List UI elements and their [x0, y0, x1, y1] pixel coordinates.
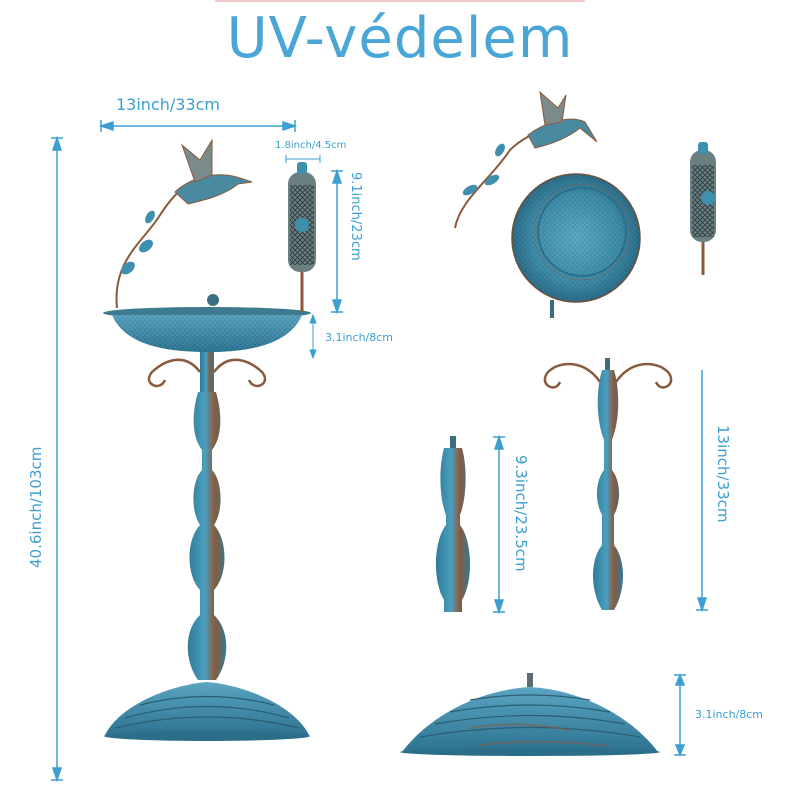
- dim-upper-pole: [696, 370, 708, 613]
- mesh-feeder: [690, 142, 716, 275]
- mesh-feeder-assembled: [288, 162, 316, 312]
- dim-bowl-depth: [309, 313, 317, 360]
- dim-lower-pole: [493, 434, 505, 615]
- label-feeder-width: 1.8inch/4.5cm: [275, 140, 347, 151]
- dim-total-height: [51, 135, 63, 783]
- label-bowl-depth: 3.1inch/8cm: [325, 331, 394, 344]
- base: [400, 673, 660, 756]
- top-accent-line: [215, 0, 585, 2]
- label-base-height: 3.1inch/8cm: [695, 708, 764, 721]
- label-bowl-width: 13inch/33cm: [116, 95, 221, 114]
- dim-feeder-height: [331, 168, 343, 315]
- dim-feeder-width: [285, 155, 321, 163]
- dim-base-height: [674, 672, 686, 758]
- label-lower-pole: 9.3inch/23.5cm: [512, 455, 530, 572]
- hummingbird-icon: [174, 138, 253, 205]
- lower-pole: [435, 436, 471, 612]
- hummingbird-ornament: [454, 90, 598, 229]
- assembled-bird-bath: [103, 138, 316, 741]
- bowl-top-view: [511, 173, 641, 318]
- dim-bowl-width: [98, 120, 298, 132]
- label-total-height: 40.6inch/103cm: [27, 446, 45, 568]
- label-feeder-height: 9.1inch/23cm: [348, 172, 363, 261]
- label-upper-pole: 13inch/33cm: [714, 425, 732, 523]
- page-title: UV-védelem: [226, 6, 574, 71]
- upper-pole: [543, 358, 673, 610]
